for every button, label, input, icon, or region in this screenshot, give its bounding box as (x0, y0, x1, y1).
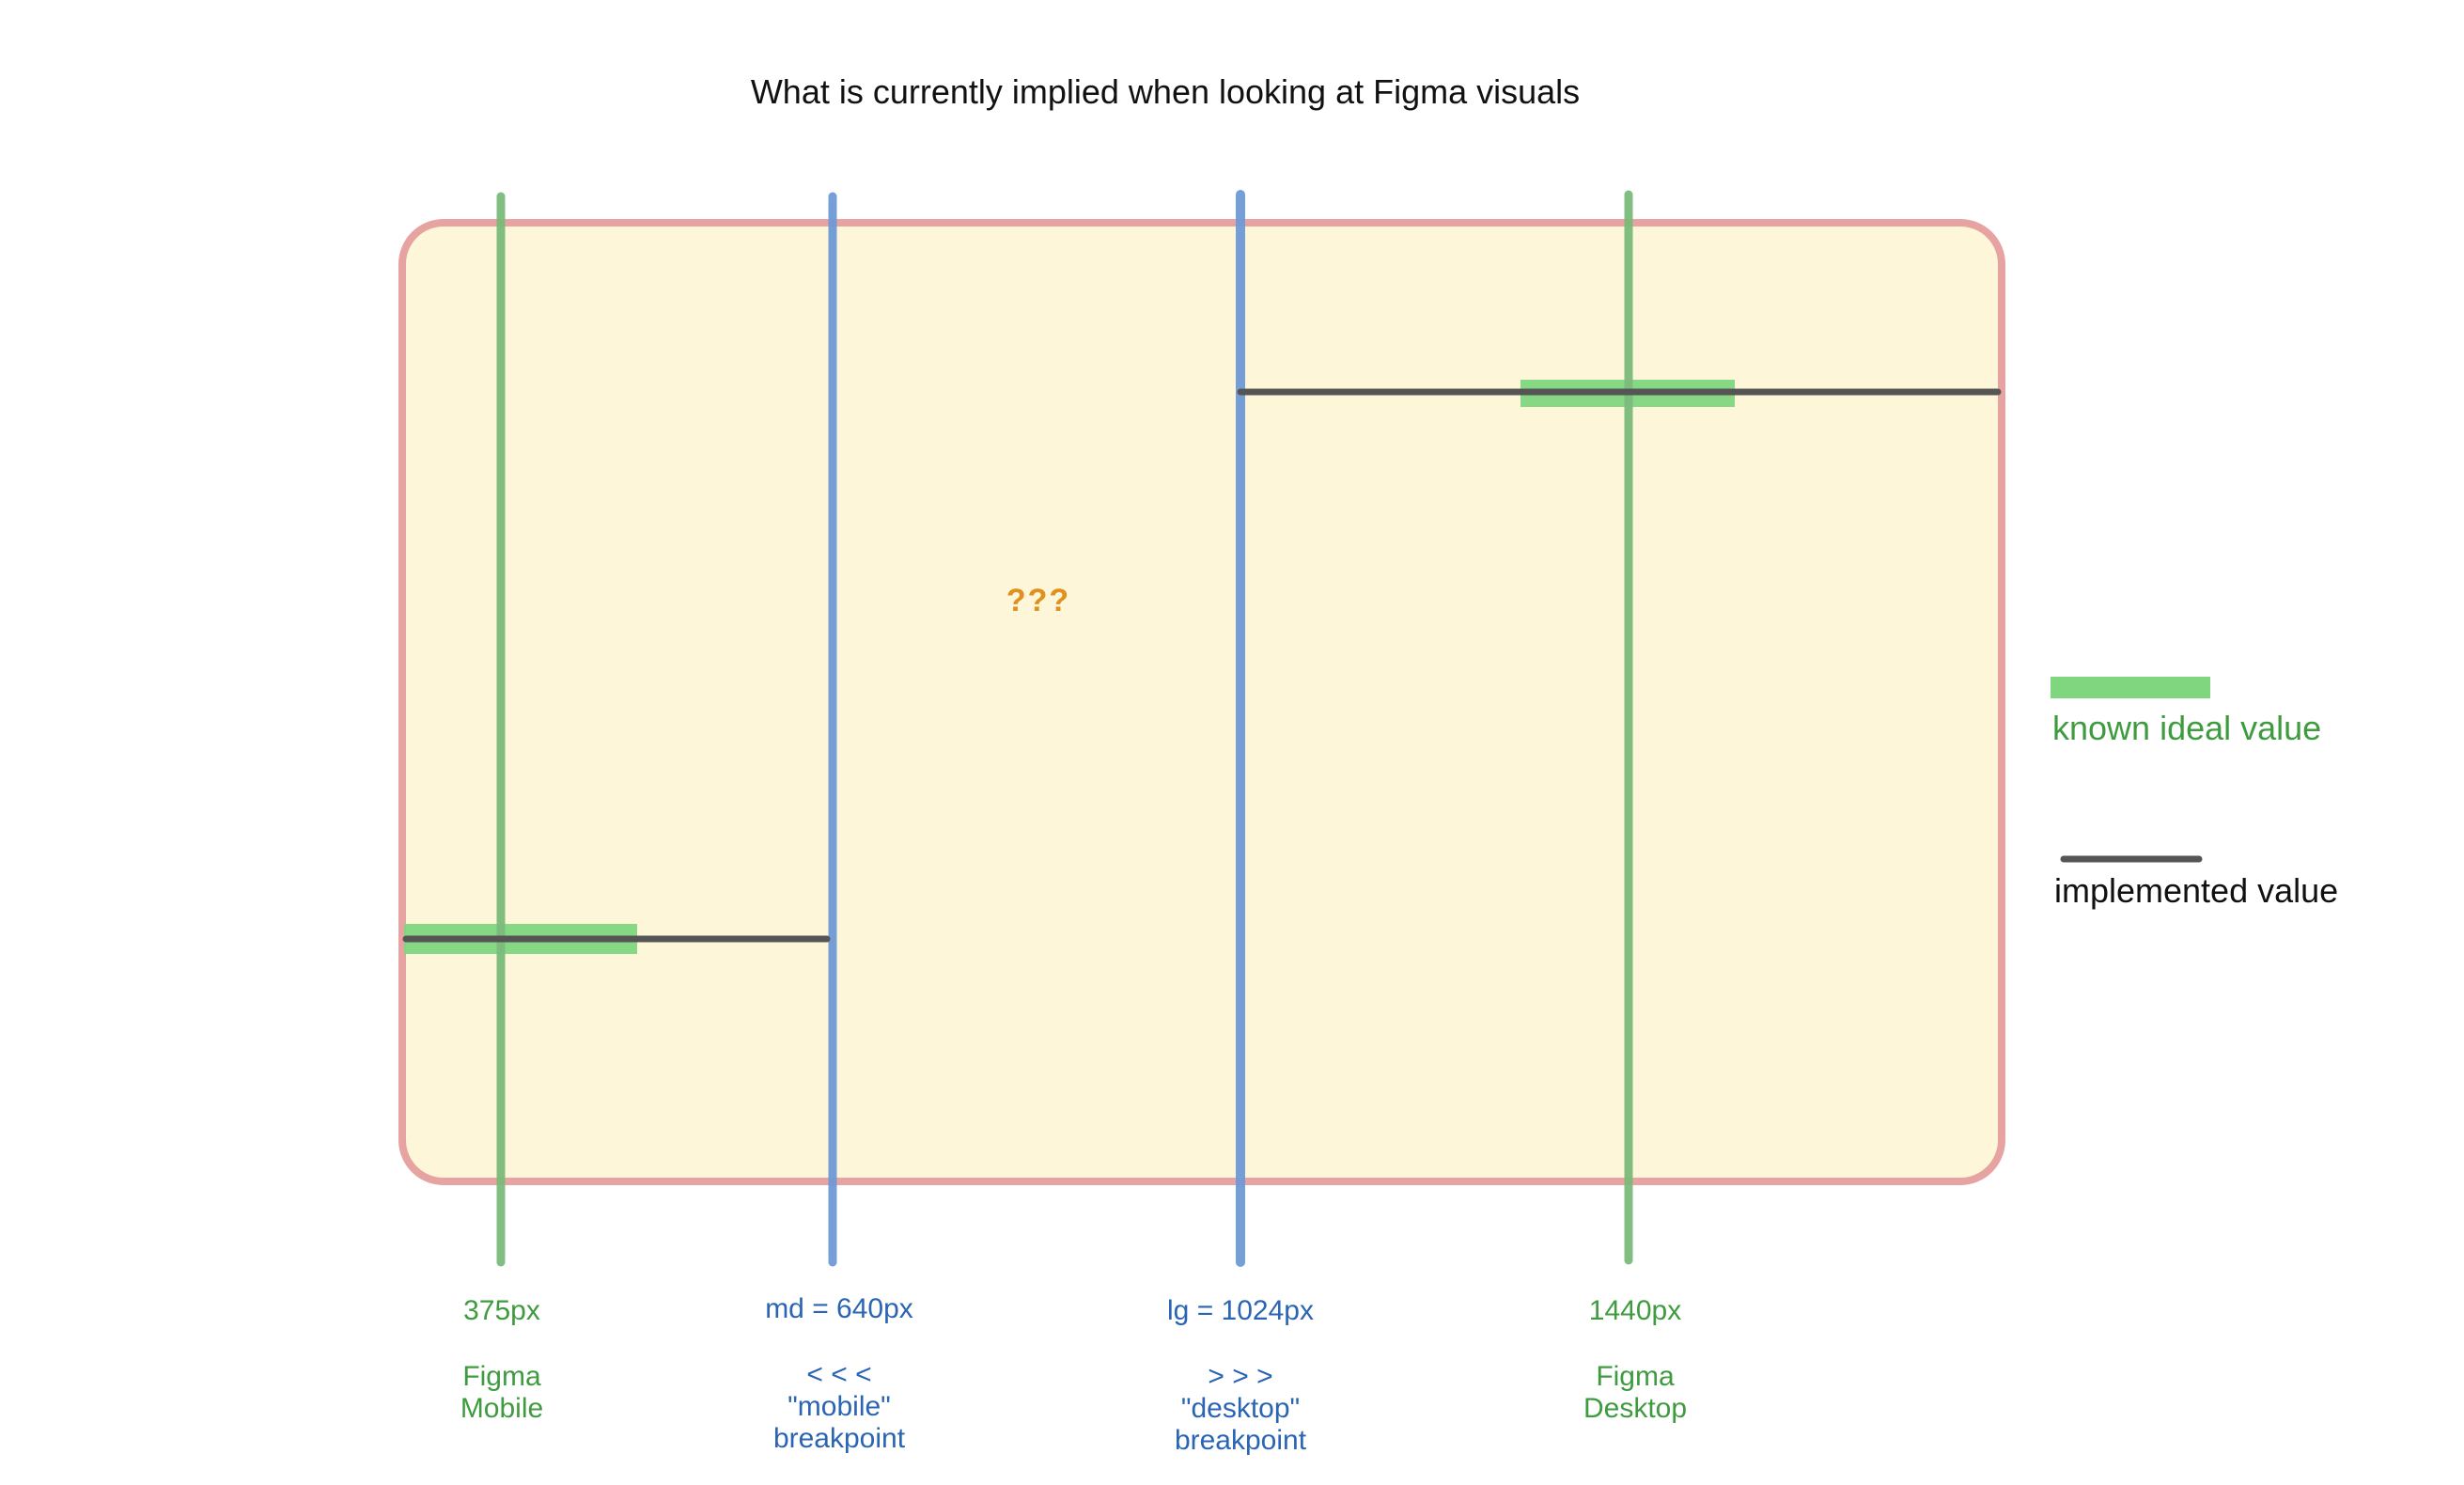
marker-name-line: "mobile" (788, 1391, 891, 1422)
marker-name-line: Desktop (1583, 1393, 1687, 1424)
legend: known ideal value implemented value (2051, 677, 2338, 910)
marker-width-label: md = 640px (765, 1293, 913, 1324)
marker-width-label: lg = 1024px (1167, 1295, 1314, 1326)
viewport-range-box (398, 219, 2005, 1185)
legend-implemented-label: implemented value (2054, 871, 2338, 910)
unknown-range-label: ??? (1006, 583, 1070, 618)
marker-label-figma-mobile: 375px Figma Mobile (460, 1295, 543, 1424)
marker-label-lg-breakpoint: lg = 1024px > > > "desktop" breakpoint (1167, 1295, 1314, 1456)
marker-name-line: breakpoint (773, 1423, 906, 1454)
marker-arrow-line: < < < (806, 1359, 871, 1390)
marker-name-line: Figma (462, 1361, 541, 1392)
marker-name-line: breakpoint (1175, 1425, 1307, 1456)
marker-name-line: "desktop" (1181, 1393, 1300, 1424)
marker-arrow-line: > > > (1208, 1361, 1272, 1392)
marker-width-label: 1440px (1589, 1295, 1681, 1326)
diagram-title: What is currently implied when looking a… (751, 72, 1580, 111)
marker-name-line: Mobile (460, 1393, 543, 1424)
marker-name-line: Figma (1596, 1361, 1675, 1392)
legend-ideal-swatch (2051, 677, 2210, 698)
legend-ideal-label: known ideal value (2052, 709, 2321, 747)
marker-width-label: 375px (463, 1295, 540, 1326)
marker-label-md-breakpoint: md = 640px < < < "mobile" breakpoint (765, 1293, 913, 1454)
marker-label-figma-desktop: 1440px Figma Desktop (1583, 1295, 1687, 1424)
